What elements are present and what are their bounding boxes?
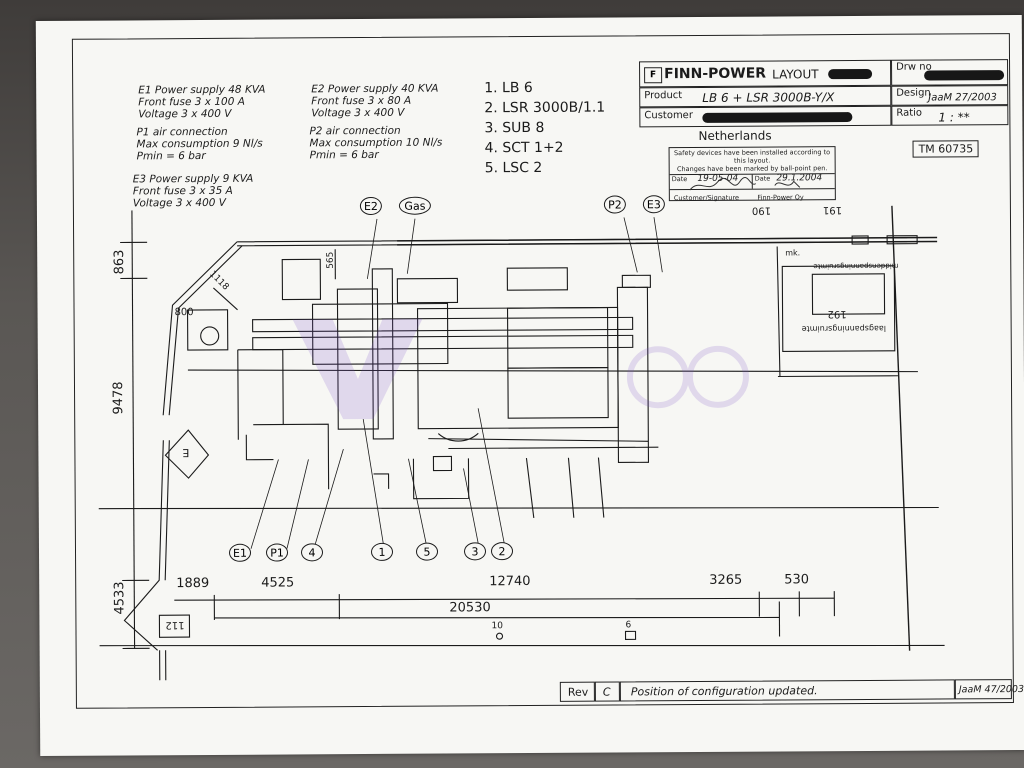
drw-no-cell: Drw no xyxy=(891,59,1009,86)
layout-label: LAYOUT xyxy=(772,67,819,82)
machine-list-item: 2. LSR 3000B/1.1 xyxy=(484,99,606,117)
rev-value: C xyxy=(602,685,611,699)
tm-number-box: TM 60735 xyxy=(912,140,979,158)
dim-12740: 12740 xyxy=(489,574,531,590)
rev-label-cell: Rev xyxy=(559,681,595,702)
spec-p1-line1: Max consumption 9 Nl/s xyxy=(136,137,263,151)
callout-2: 2 xyxy=(490,542,514,561)
callout-5: 5 xyxy=(415,542,439,561)
room-191: 191 xyxy=(822,204,843,216)
title-block-header: F FINN-POWER LAYOUT xyxy=(639,59,892,88)
dim-530: 530 xyxy=(784,572,810,588)
spec-p2-line1: Max consumption 10 Nl/s xyxy=(309,136,443,150)
layout-drawing-sheet: E1 Power supply 48 KVA Front fuse 3 x 10… xyxy=(35,14,1024,757)
product-cell: Product LB 6 + LSR 3000B-Y/X xyxy=(639,85,892,108)
dim-6: 6 xyxy=(625,620,632,631)
design-value: JaaM 27/2003 xyxy=(928,92,997,104)
room-190: 190 xyxy=(751,204,772,216)
spec-e2-line2: Voltage 3 x 400 V xyxy=(311,106,405,120)
spec-e1-line2: Voltage 3 x 400 V xyxy=(138,107,232,121)
laagspanning-label: laagspanningsruimte xyxy=(801,323,887,334)
rev-label: Rev xyxy=(567,685,589,699)
rev-signature-cell: JaaM 47/2003 xyxy=(954,679,1024,700)
spec-e1-line1: Front fuse 3 x 100 A xyxy=(138,95,245,109)
spec-e1-title: E1 Power supply 48 KVA xyxy=(138,83,266,97)
spec-p1: P1 air connection Max consumption 9 Nl/s… xyxy=(136,126,262,163)
dim-863: 863 xyxy=(112,249,128,275)
spec-p2-title: P2 air connection xyxy=(309,124,401,138)
dim-9478: 9478 xyxy=(111,381,127,415)
callout-4: 4 xyxy=(300,543,324,562)
machine-list-item: 3. SUB 8 xyxy=(484,119,545,137)
spec-e1: E1 Power supply 48 KVA Front fuse 3 x 10… xyxy=(138,84,265,121)
handwritten-signature xyxy=(689,177,801,191)
machine-list-item: 5. LSC 2 xyxy=(484,159,543,177)
design-label: Design xyxy=(896,87,931,99)
product-label: Product xyxy=(644,90,683,102)
redaction-mark xyxy=(828,68,873,80)
customer-cell: Customer xyxy=(639,105,892,128)
mk-label: mk. xyxy=(785,248,801,258)
customer-label: Customer xyxy=(644,110,693,122)
machine-list-item: 4. SCT 1+2 xyxy=(484,139,564,157)
callout-1: 1 xyxy=(370,542,394,561)
callout-e3: E3 xyxy=(642,195,665,214)
spec-e2-title: E2 Power supply 40 KVA xyxy=(311,82,439,96)
floor-plan-drawing xyxy=(98,205,945,681)
spec-e3: E3 Power supply 9 KVA Front fuse 3 x 35 … xyxy=(133,173,254,210)
design-cell: Design JaaM 27/2003 xyxy=(891,85,1009,106)
rev-value-cell: C xyxy=(594,681,620,702)
country-label: Netherlands xyxy=(698,128,772,143)
callout-e2: E2 xyxy=(359,196,382,216)
spec-p2: P2 air connection Max consumption 10 Nl/… xyxy=(309,125,442,162)
company-name: FINN-POWER xyxy=(664,65,767,83)
room-192: 192 xyxy=(827,308,847,320)
redaction-mark xyxy=(702,112,853,123)
callout-3: 3 xyxy=(463,542,487,561)
spec-p1-line2: Pmin = 6 bar xyxy=(136,149,206,163)
ratio-value: 1 : ** xyxy=(938,110,970,125)
room-112: 112 xyxy=(165,619,185,631)
dim-4533: 4533 xyxy=(112,581,128,615)
spec-e2: E2 Power supply 40 KVA Front fuse 3 x 80… xyxy=(311,83,438,120)
redaction-mark xyxy=(924,70,1005,81)
rev-description: Position of configuration updated. xyxy=(630,684,818,699)
callout-p1: P1 xyxy=(265,543,289,562)
spec-e3-title: E3 Power supply 9 KVA xyxy=(132,172,254,186)
tm-number: TM 60735 xyxy=(918,142,974,156)
callout-e1: E1 xyxy=(228,543,252,562)
spec-e3-line2: Voltage 3 x 400 V xyxy=(132,196,226,210)
callout-p2: P2 xyxy=(603,195,626,214)
callout-gas: Gas xyxy=(398,196,431,215)
rev-signature: JaaM 47/2003 xyxy=(958,683,1024,696)
e3-sign: E xyxy=(182,446,190,460)
finn-power-logo-icon: F xyxy=(644,67,663,84)
dim-3265: 3265 xyxy=(709,572,743,588)
spec-p2-line2: Pmin = 6 bar xyxy=(309,148,379,162)
machine-list-item: 1. LB 6 xyxy=(484,79,533,97)
spec-e2-line1: Front fuse 3 x 80 A xyxy=(311,94,412,108)
rev-description-cell: Position of configuration updated. xyxy=(619,679,955,702)
ratio-cell: Ratio 1 : ** xyxy=(891,105,1009,126)
safety-stamp: Safety devices have been installed accor… xyxy=(668,146,836,202)
dim-800: 800 xyxy=(174,307,194,319)
ratio-label: Ratio xyxy=(896,107,923,119)
dim-20530: 20530 xyxy=(449,600,491,616)
spec-e3-line1: Front fuse 3 x 35 A xyxy=(132,184,233,198)
dim-4525: 4525 xyxy=(261,575,295,591)
dim-1889: 1889 xyxy=(176,575,210,592)
product-value: LB 6 + LSR 3000B-Y/X xyxy=(702,90,835,105)
dim-10: 10 xyxy=(491,621,503,632)
dim-565: 565 xyxy=(325,251,336,269)
machine-list: 1. LB 6 2. LSR 3000B/1.1 3. SUB 8 4. SCT… xyxy=(484,78,605,179)
spec-p1-title: P1 air connection xyxy=(136,125,228,139)
middenspanning-label: middenspanningsruimte xyxy=(813,261,899,271)
